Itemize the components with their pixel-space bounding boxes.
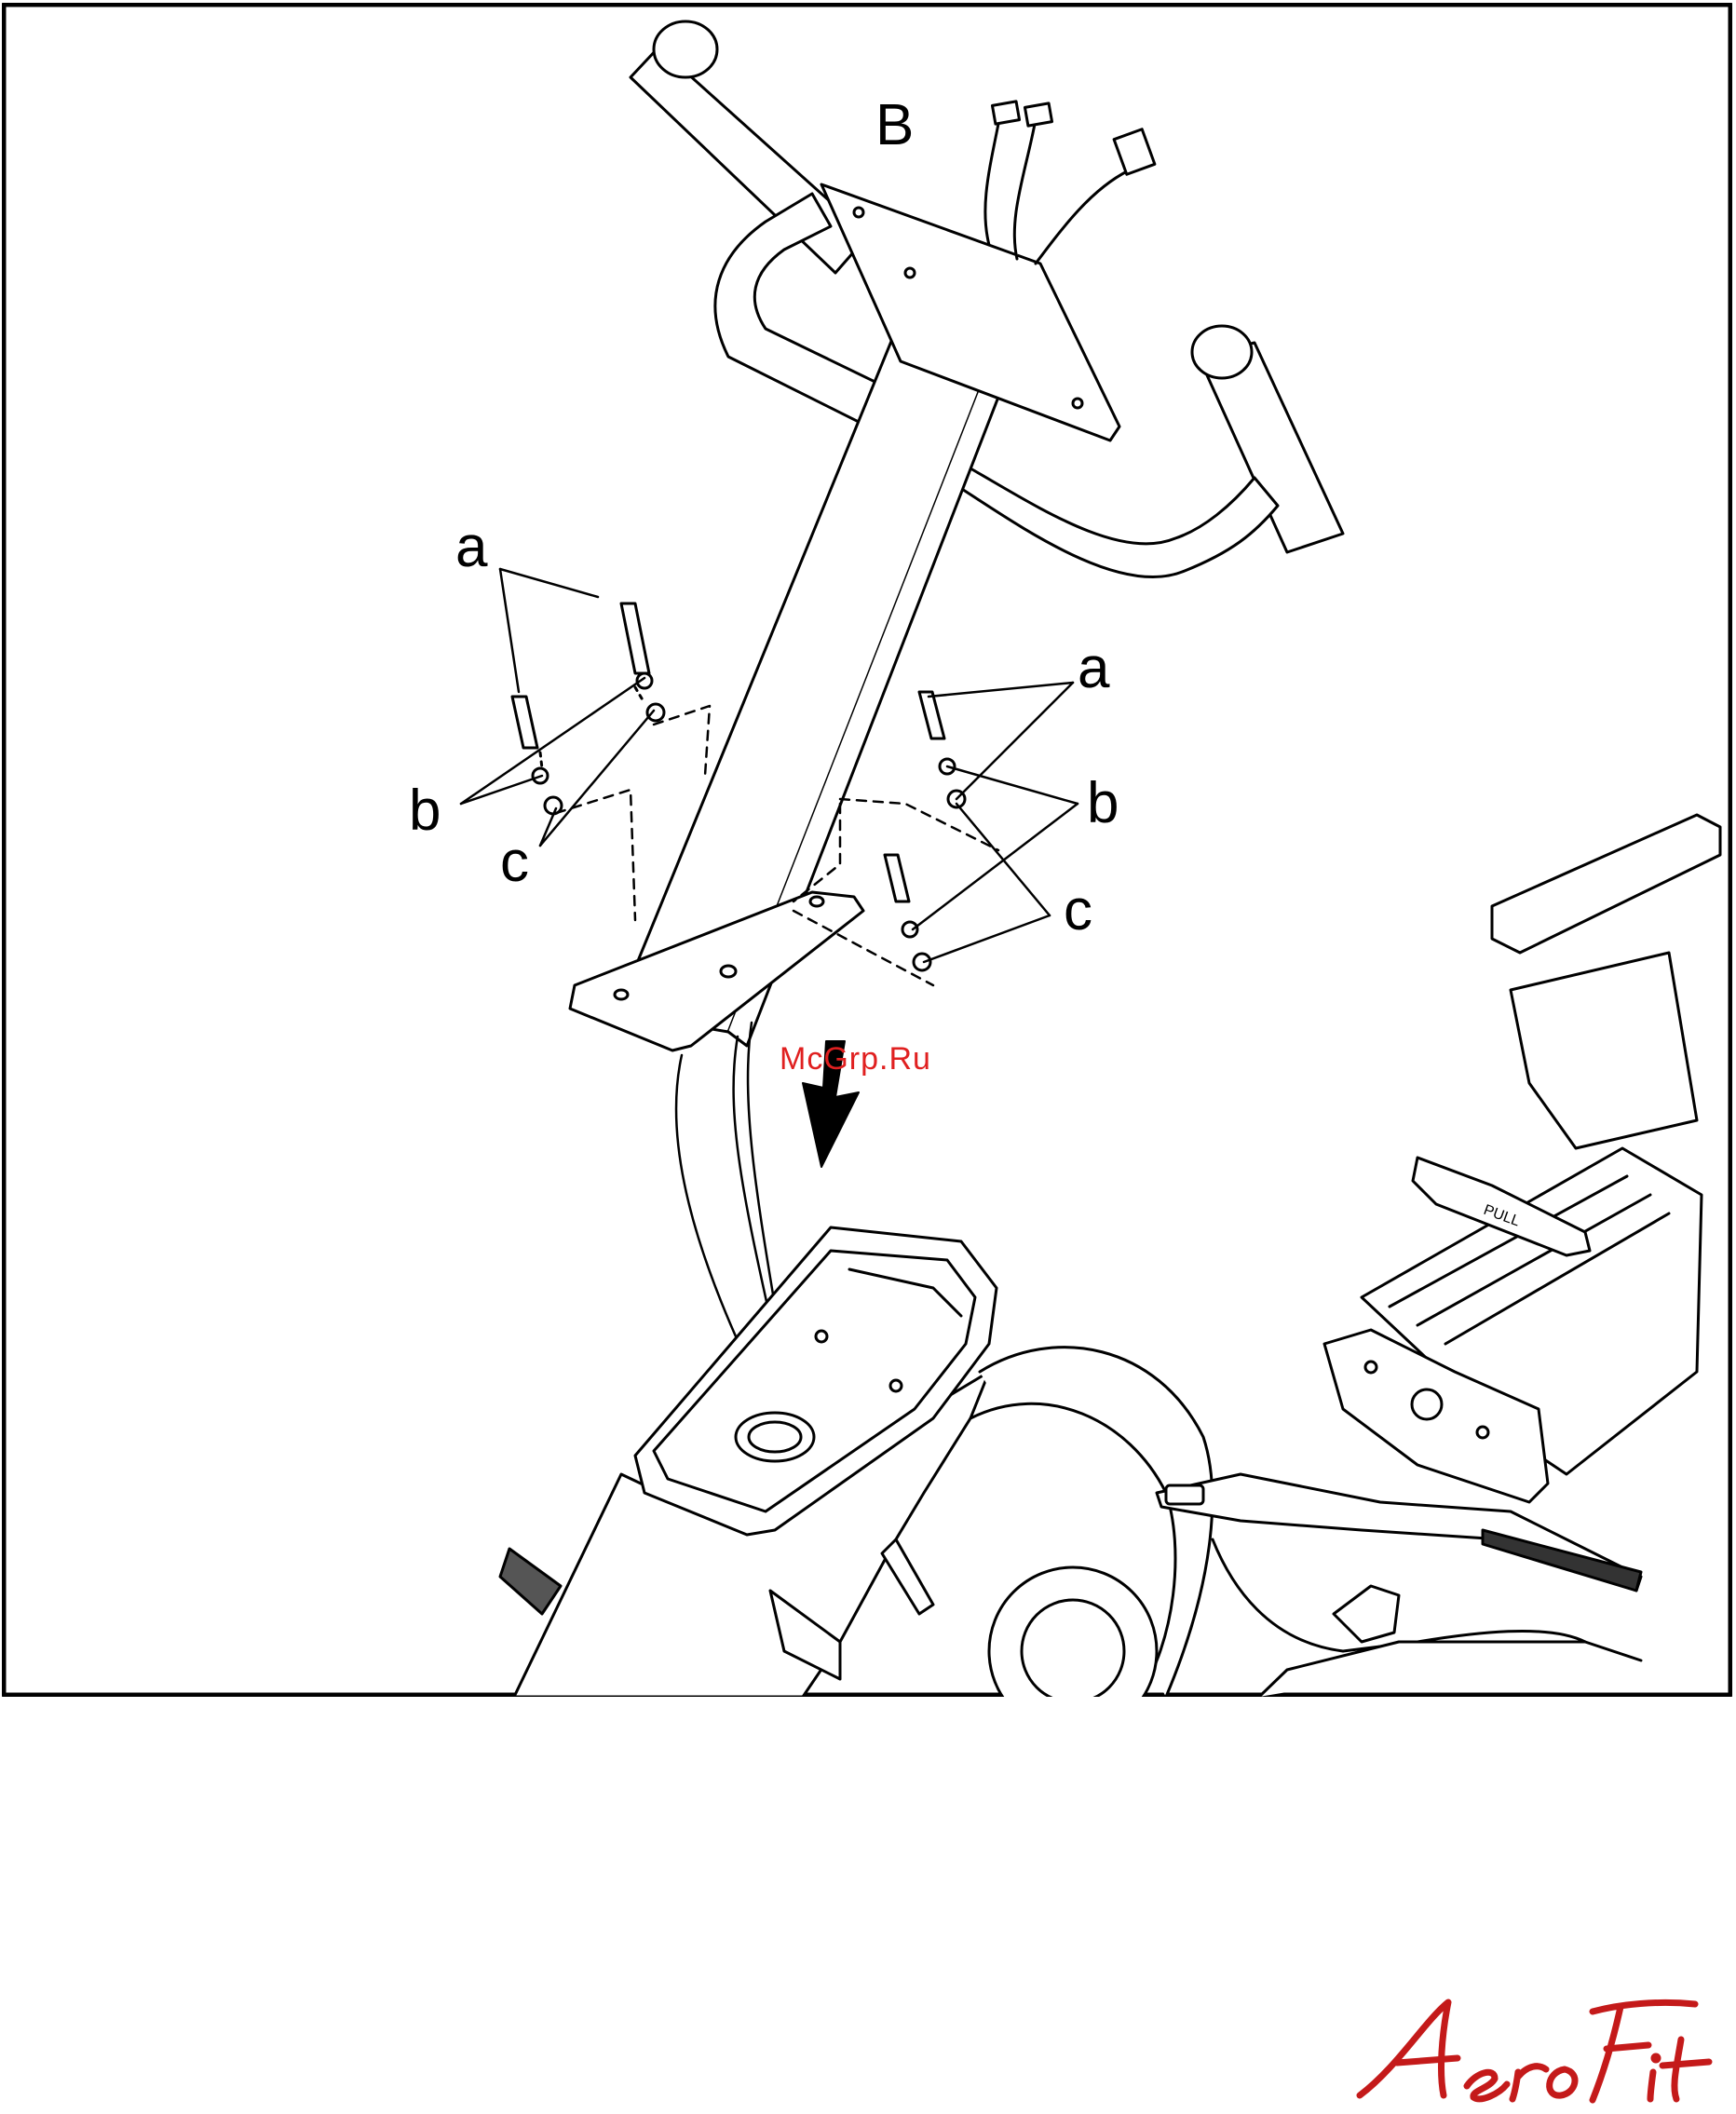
label-b-right: b — [1087, 771, 1119, 835]
label-a-left: a — [455, 515, 488, 579]
label-c-right: c — [1064, 878, 1092, 942]
base-frame — [500, 1227, 1213, 1697]
label-b-left: b — [409, 779, 441, 843]
label-c-left: c — [500, 830, 529, 894]
assembly-diagram: PULL B a b c a b c McGrp.Ru — [2, 3, 1732, 1697]
seat-rail-assembly: PULL — [1157, 815, 1720, 1697]
console-cables — [985, 102, 1155, 264]
label-b-upper: B — [875, 93, 914, 157]
label-a-right: a — [1078, 636, 1110, 700]
fastener-set-left — [512, 603, 664, 814]
watermark-text: McGrp.Ru — [780, 1041, 931, 1077]
aerofit-logo — [1341, 1984, 1732, 2114]
fastener-set-right — [885, 692, 965, 970]
